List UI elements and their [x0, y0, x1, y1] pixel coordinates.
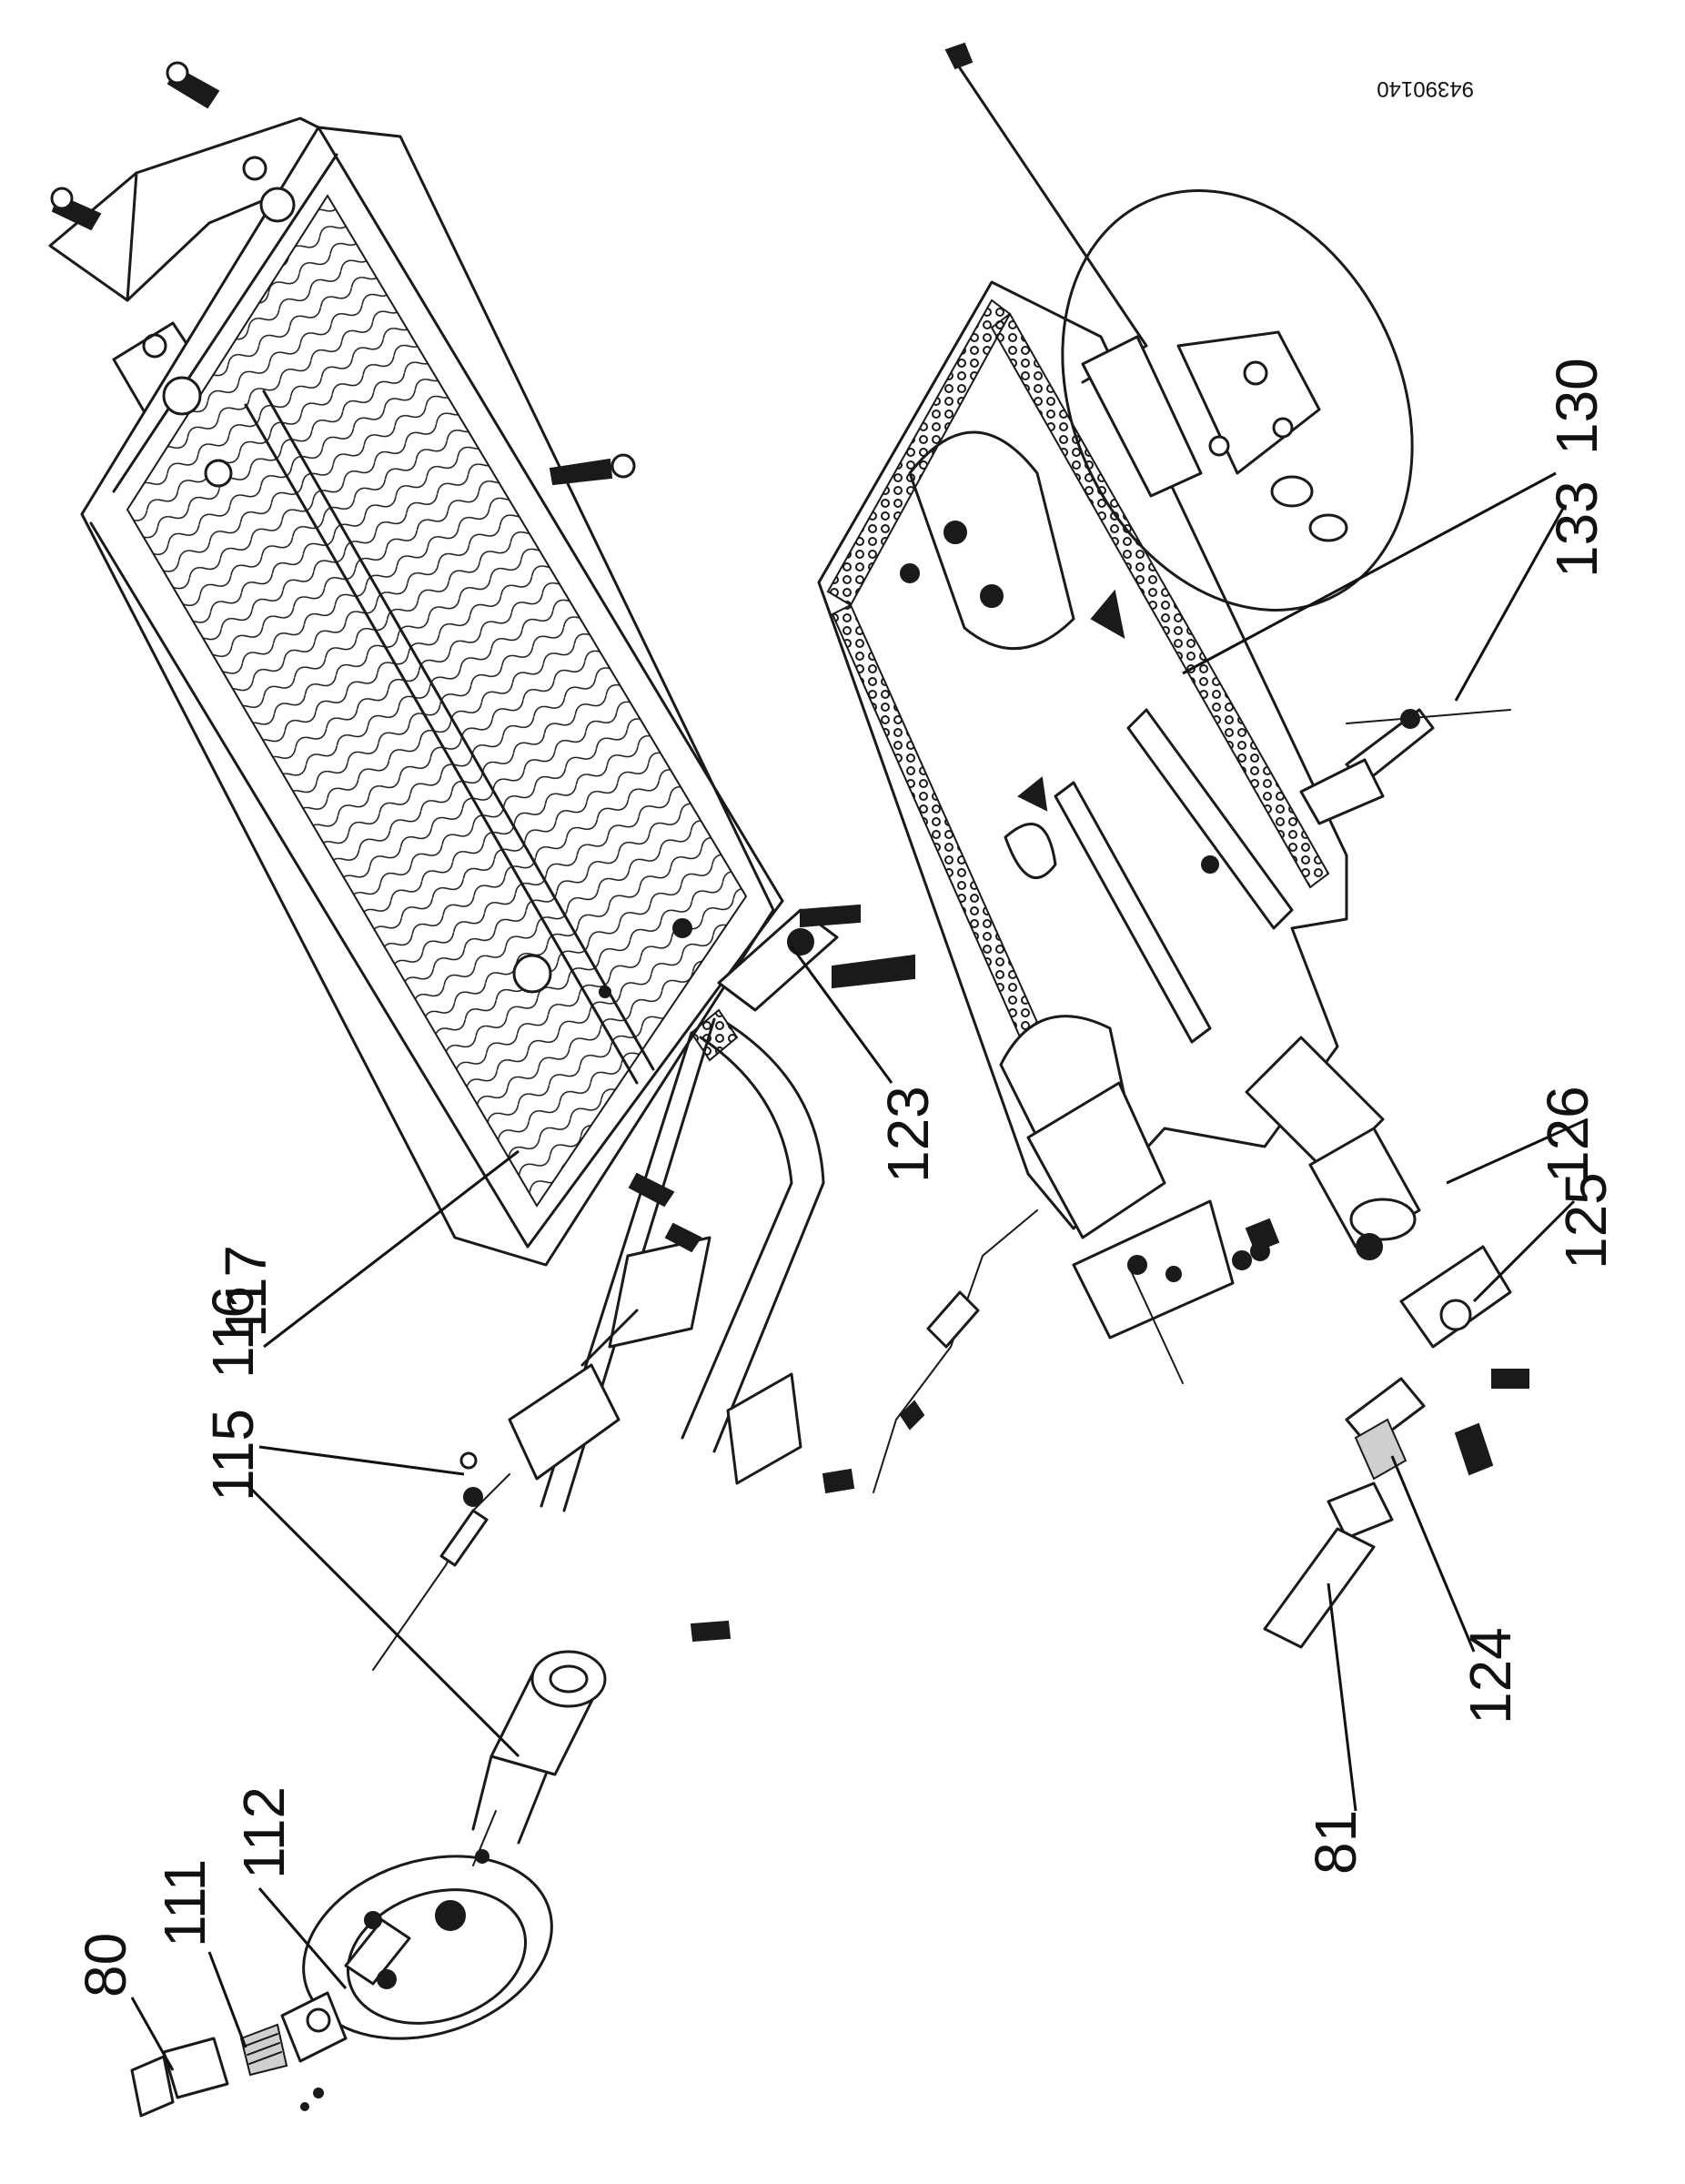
screw-icon: [900, 521, 1219, 874]
callout-115: 115: [200, 1409, 266, 1502]
callout-117: 117: [213, 1245, 278, 1338]
screw-icon: [549, 453, 636, 486]
callout-81: 81: [1303, 1810, 1368, 1875]
screw-icon: [166, 61, 220, 109]
callout-116: 116: [200, 1286, 266, 1379]
leader-lines: [130, 471, 1589, 2071]
valve-assembly: [1232, 1036, 1529, 1649]
pilot-bracket: [873, 1015, 1280, 1493]
callout-130: 130: [1544, 358, 1609, 455]
callout-80: 80: [73, 1933, 138, 1997]
callout-133: 133: [1544, 480, 1609, 578]
screw-icon: [628, 1172, 855, 1643]
screw-icon: [800, 904, 915, 989]
callout-123: 123: [875, 1086, 941, 1183]
drawing-number: 94390140: [1377, 76, 1474, 101]
callout-124: 124: [1458, 1627, 1523, 1724]
tube-assembly: [372, 1008, 855, 1845]
screw-icon: [50, 187, 102, 231]
callout-111: 111: [152, 1859, 217, 1947]
callout-112: 112: [231, 1786, 297, 1879]
callout-125: 125: [1553, 1172, 1619, 1269]
heating-element-117: [48, 61, 915, 1267]
burner-head-assembly: [130, 1810, 553, 2118]
washer-icon: [1232, 1241, 1270, 1270]
burner-tray-130: [817, 42, 1511, 1230]
callout-126: 126: [1535, 1086, 1600, 1183]
callout-labels: 80 111 112 115 116 117 123 124 125 126 8…: [73, 358, 1619, 1997]
